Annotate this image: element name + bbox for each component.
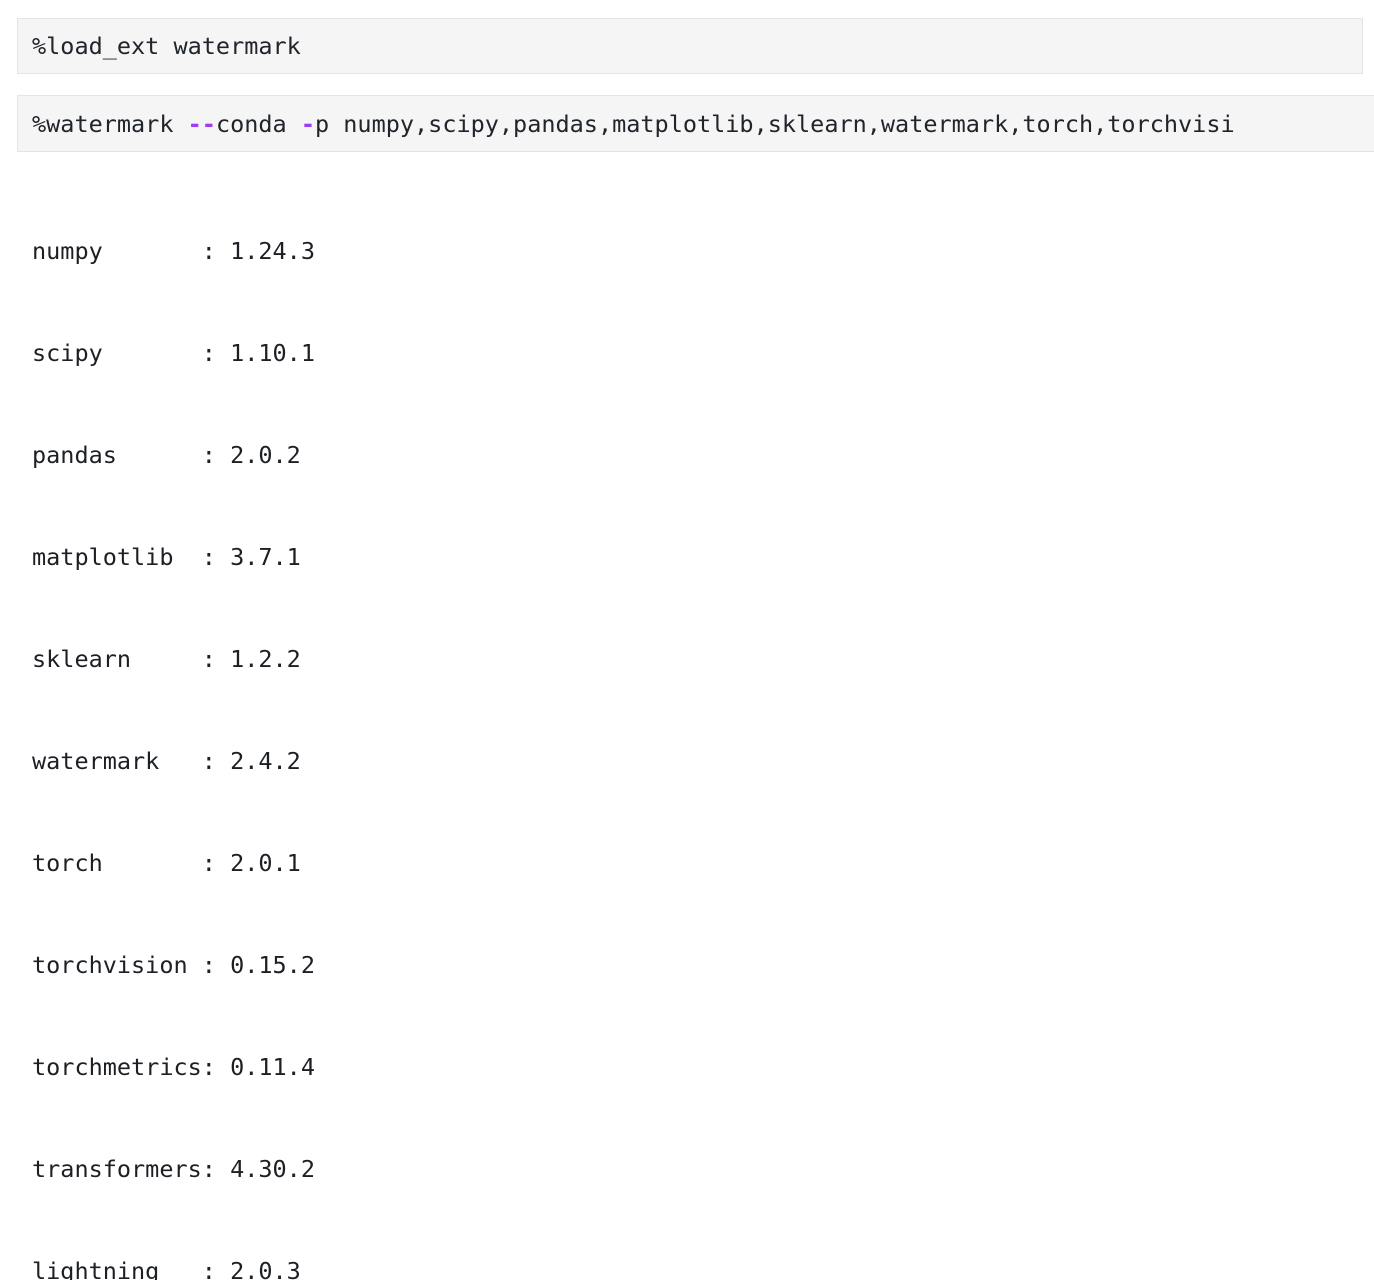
output-line-watermark: watermark : 2.4.2 [32, 747, 301, 775]
notebook-container: %load_ext watermark %watermark --conda -… [17, 18, 1374, 1280]
magic-command-watermark: %watermark [32, 109, 188, 138]
flag-dash-dash-icon: -- [187, 109, 216, 138]
flag-packages-list: p numpy,scipy,pandas,matplotlib,sklearn,… [314, 109, 1235, 138]
code-cell-watermark[interactable]: %watermark --conda -p numpy,scipy,pandas… [17, 95, 1374, 152]
output-line-transformers: transformers: 4.30.2 [32, 1155, 315, 1183]
output-line-torch: torch : 2.0.1 [32, 849, 301, 877]
output-line-torchvision: torchvision : 0.15.2 [32, 951, 315, 979]
flag-dash-icon: - [300, 109, 315, 138]
output-line-lightning: lightning : 2.0.3 [32, 1257, 301, 1280]
output-line-sklearn: sklearn : 1.2.2 [32, 645, 301, 673]
code-cell-load-ext-source[interactable]: %load_ext watermark [32, 31, 301, 61]
output-line-matplotlib: matplotlib : 3.7.1 [32, 543, 301, 571]
output-line-torchmetrics: torchmetrics: 0.11.4 [32, 1053, 315, 1081]
magic-command-load-ext: %load_ext watermark [32, 32, 301, 60]
output-line-numpy: numpy : 1.24.3 [32, 237, 315, 265]
code-cell-load-ext[interactable]: %load_ext watermark [17, 18, 1363, 74]
code-cell-watermark-source[interactable]: %watermark --conda -p numpy,scipy,pandas… [32, 109, 1235, 139]
flag-conda-label: conda [215, 109, 301, 138]
cell-output-stream: numpy : 1.24.3 scipy : 1.10.1 pandas : 2… [32, 166, 456, 1280]
output-line-scipy: scipy : 1.10.1 [32, 339, 315, 367]
output-line-pandas: pandas : 2.0.2 [32, 441, 301, 469]
